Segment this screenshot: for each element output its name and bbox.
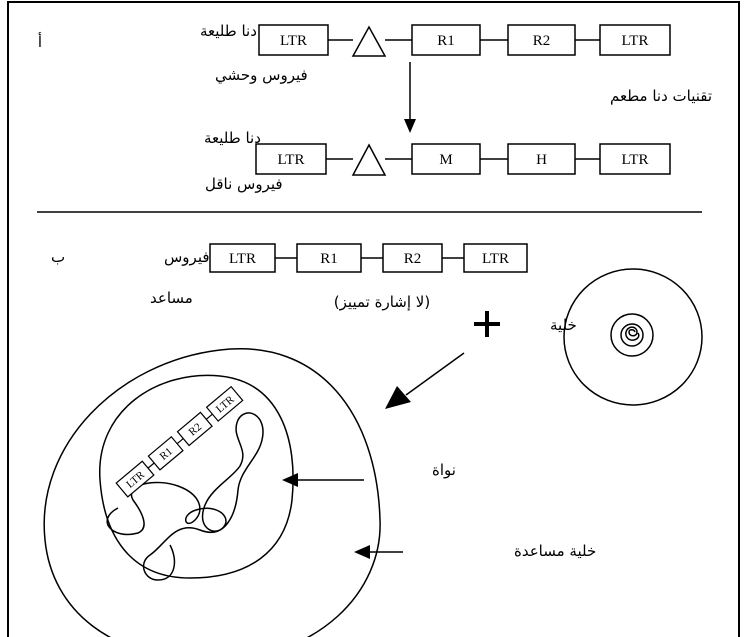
gene-box-ltr [115, 460, 155, 498]
gene-box-r2 [507, 24, 576, 56]
gene-box-ltr [255, 143, 327, 175]
helper-cell-label: خلية مساعدة [514, 542, 596, 560]
vector-provirus-label-line1: دنا طليعة [204, 129, 261, 147]
nucleus-label: نواة [432, 461, 456, 479]
recombinant-technique-label: تقنيات دنا مطعم [610, 87, 712, 105]
gene-label: R2 [533, 33, 551, 49]
nucleus-arrow-head [282, 473, 298, 487]
packaging-signal-triangle [351, 25, 387, 57]
gene-label: LTR [622, 33, 649, 49]
gene-box-m [411, 143, 481, 175]
gene-box-ltr [205, 385, 244, 422]
nucleus-membrane [99, 374, 294, 579]
cell-label: خلية [550, 316, 577, 334]
gene-box-h [507, 143, 576, 175]
construct-line [147, 462, 155, 469]
integrated-provirus: LTR R1 R2 LTR [115, 385, 244, 498]
helper-cell-arrow-head [354, 545, 370, 559]
no-signal-label: (لا إشارة تمييز) [334, 293, 430, 311]
gene-box-r2 [382, 243, 443, 273]
gene-box-r1 [296, 243, 362, 273]
vector-provirus-label-line2: فيروس ناقل [205, 175, 283, 193]
gene-box-ltr [209, 243, 276, 273]
construct-line [176, 438, 184, 445]
chromatin [620, 323, 644, 347]
gene-box-r1 [411, 24, 481, 56]
gene-box-ltr [599, 24, 671, 56]
panel-b-letter: ب [51, 248, 65, 266]
gene-label: R2 [404, 251, 422, 267]
helper-virus-construct: LTR R1 R2 LTR [209, 243, 528, 273]
gene-box-ltr [599, 143, 671, 175]
gene-label: LTR [482, 251, 509, 267]
helper-dna-label-line2: مساعد [150, 289, 193, 307]
vector-provirus-construct: LTR M H LTR [255, 143, 671, 176]
recombinant-arrow-head [404, 119, 416, 133]
gene-label: R1 [437, 33, 455, 49]
gene-box-ltr [258, 24, 329, 56]
wild-provirus-construct: LTR R1 R2 LTR [258, 24, 671, 57]
panel-a-letter: أ [38, 32, 42, 51]
helper-cell: LTR R1 R2 LTR [43, 348, 381, 637]
gene-label: LTR [280, 33, 307, 49]
gene-label: LTR [622, 152, 649, 168]
gene-label: R1 [320, 251, 338, 267]
gene-label: M [439, 152, 452, 168]
wild-provirus-label-line1: دنا طليعة [200, 22, 257, 40]
construct-line [205, 413, 213, 420]
cell-nucleus [610, 313, 654, 357]
wild-provirus-label-line2: فيروس وحشي [215, 66, 308, 85]
gene-label: LTR [229, 251, 256, 267]
gene-label: LTR [278, 152, 305, 168]
transfection-arrow-head [385, 386, 411, 409]
gene-label: H [536, 152, 547, 168]
transfection-arrow-shaft [405, 352, 465, 396]
packaging-signal-triangle [351, 143, 387, 176]
diagram-frame [7, 1, 740, 637]
cell-membrane [563, 268, 703, 406]
chromatin [625, 326, 640, 341]
gene-box-ltr [463, 243, 528, 273]
small-cell [563, 268, 703, 406]
helper-cell-membrane [43, 348, 381, 637]
